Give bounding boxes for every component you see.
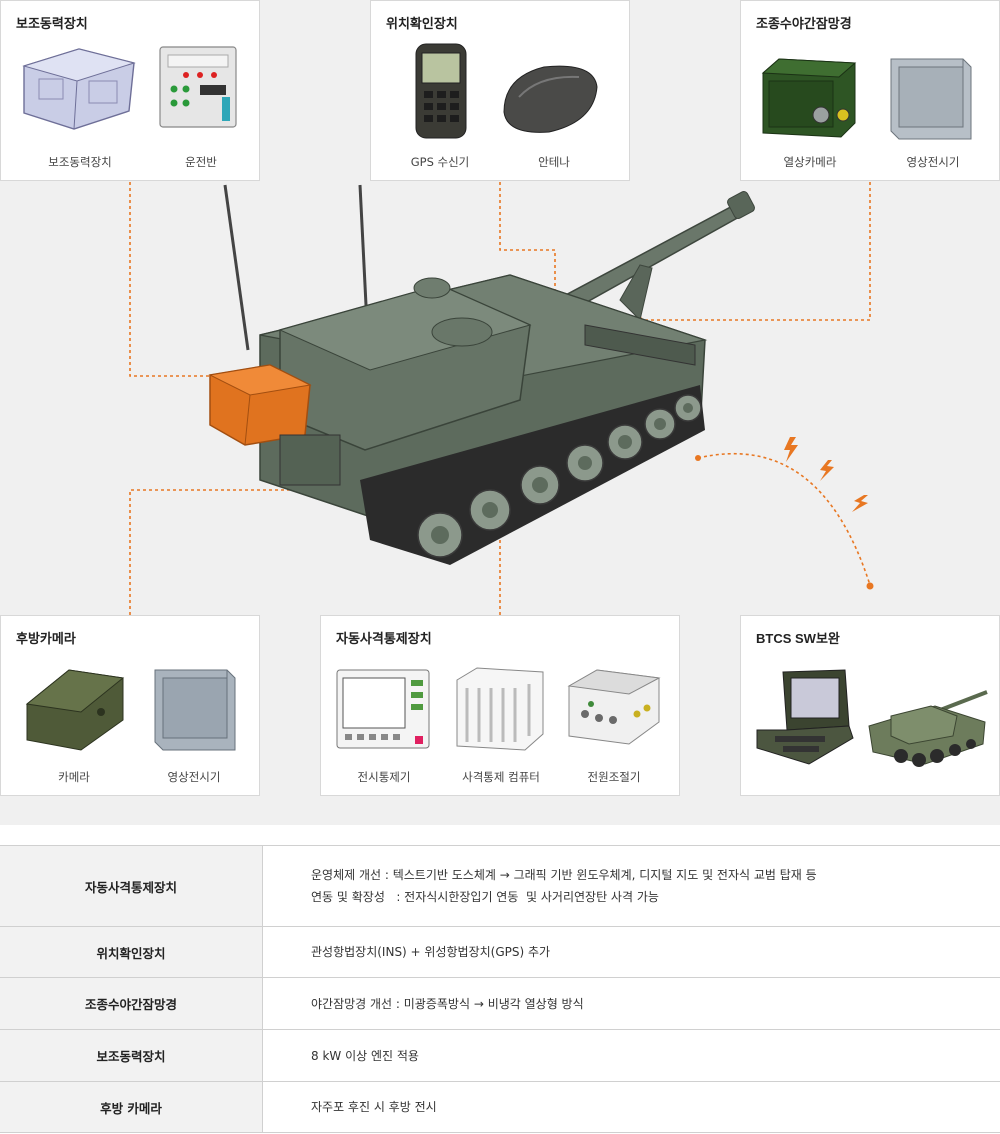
position-box-title: 위치확인장치 bbox=[386, 16, 458, 31]
table-row-header: 후방 카메라 bbox=[0, 1081, 263, 1133]
display-controller-image bbox=[336, 669, 430, 749]
gps-antenna-image bbox=[503, 65, 598, 133]
table-row-header: 조종수야간잠망경 bbox=[0, 977, 263, 1030]
rear-camera-image bbox=[25, 669, 125, 751]
apu-box-title: 보조동력장치 bbox=[16, 16, 88, 31]
specification-table: 자동사격통제장치 운영체제 개선 : 텍스트기반 도스체계 → 그래픽 기반 윈… bbox=[0, 845, 1000, 1133]
table-row-header: 위치확인장치 bbox=[0, 926, 263, 978]
table-row-detail-line: 관성항법장치(INS) + 위성항법장치(GPS) 추가 bbox=[311, 945, 551, 959]
night-item-2-caption: 영상전시기 bbox=[906, 155, 960, 169]
table-row-detail: 운영체제 개선 : 텍스트기반 도스체계 → 그래픽 기반 윈도우체계, 디지털… bbox=[262, 845, 1000, 927]
apu-box: 보조동력장치 보조동력장치 운전반 bbox=[0, 0, 260, 181]
lightning-icon bbox=[784, 437, 868, 512]
leader-position bbox=[499, 182, 556, 322]
position-item-1-caption: GPS 수신기 bbox=[410, 155, 470, 169]
video-display-image-2 bbox=[154, 669, 236, 751]
control-panel-image bbox=[159, 46, 237, 128]
table-row: 후방 카메라 자주포 후진 시 후방 전시 bbox=[0, 1081, 1000, 1133]
night-item-1-caption: 열상카메라 bbox=[783, 155, 837, 169]
apu-item-2-caption: 운전반 bbox=[185, 155, 217, 169]
howitzer-illustration bbox=[208, 184, 755, 565]
table-row-detail-line: 야간잠망경 개선 : 미광증폭방식 → 비냉각 열상형 방식 bbox=[311, 996, 584, 1011]
howitzer-thumbnail-image bbox=[868, 690, 988, 767]
table-row: 조종수야간잠망경 야간잠망경 개선 : 미광증폭방식 → 비냉각 열상형 방식 bbox=[0, 977, 1000, 1030]
fire-item-3-caption: 전원조절기 bbox=[587, 770, 641, 784]
rear-item-2-caption: 영상전시기 bbox=[167, 770, 221, 784]
rear-camera-box: 후방카메라 카메라 영상전시기 bbox=[0, 615, 260, 796]
apu-item-1-caption: 보조동력장치 bbox=[48, 155, 112, 169]
rear-camera-box-title: 후방카메라 bbox=[16, 631, 76, 646]
table-row: 자동사격통제장치 운영체제 개선 : 텍스트기반 도스체계 → 그래픽 기반 윈… bbox=[0, 845, 1000, 927]
signal-arc bbox=[697, 453, 871, 586]
fire-control-computer-image bbox=[456, 667, 544, 751]
table-row: 보조동력장치 8 kW 이상 엔진 적용 bbox=[0, 1029, 1000, 1082]
power-regulator-image bbox=[567, 669, 661, 745]
table-row-detail: 8 kW 이상 엔진 적용 bbox=[262, 1029, 1000, 1082]
table-row-detail: 야간잠망경 개선 : 미광증폭방식 → 비냉각 열상형 방식 bbox=[262, 977, 1000, 1030]
leader-night bbox=[640, 182, 871, 321]
btcs-box: BTCS SW보완 bbox=[740, 615, 1000, 796]
table-row-detail-line: 자주포 후진 시 후방 전시 bbox=[311, 1100, 437, 1114]
diagram-area: 보조동력장치 보조동력장치 운전반 위치확인장치 bbox=[0, 0, 1000, 825]
night-periscope-box: 조종수야간잠망경 열상카메라 영상전시기 bbox=[740, 0, 1000, 181]
fire-item-1-caption: 전시통제기 bbox=[357, 770, 411, 784]
btcs-box-title: BTCS SW보완 bbox=[756, 631, 840, 646]
fire-item-2-caption: 사격통제 컴퓨터 bbox=[462, 770, 540, 784]
table-row-detail-line: 연동 및 확장성 : 전자식시한장입기 연동 및 사거리연장탄 사격 가능 bbox=[311, 890, 659, 904]
table-row-header: 보조동력장치 bbox=[0, 1029, 263, 1082]
table-row-detail-line: 운영체제 개선 : 텍스트기반 도스체계 → 그래픽 기반 윈도우체계, 디지털… bbox=[311, 868, 817, 882]
rear-item-1-caption: 카메라 bbox=[58, 770, 90, 784]
apu-highlight bbox=[208, 364, 312, 446]
table-row: 위치확인장치 관성항법장치(INS) + 위성항법장치(GPS) 추가 bbox=[0, 926, 1000, 978]
table-row-detail-line: 8 kW 이상 엔진 적용 bbox=[311, 1048, 419, 1063]
position-box: 위치확인장치 GPS 수신기 안테나 bbox=[370, 0, 630, 181]
position-item-2-caption: 안테나 bbox=[538, 155, 570, 169]
night-periscope-box-title: 조종수야간잠망경 bbox=[756, 16, 852, 31]
apu-unit-image bbox=[22, 48, 136, 130]
fire-control-box-title: 자동사격통제장치 bbox=[336, 631, 432, 646]
video-display-image-1 bbox=[890, 58, 972, 140]
gps-receiver-image bbox=[415, 43, 467, 139]
table-row-header: 자동사격통제장치 bbox=[0, 845, 263, 927]
thermal-camera-image bbox=[761, 58, 857, 138]
table-row-detail: 자주포 후진 시 후방 전시 bbox=[262, 1081, 1000, 1133]
rugged-laptop-image bbox=[756, 669, 854, 765]
fire-control-box: 자동사격통제장치 전시통제기 사격통제 컴퓨터 전원조절기 bbox=[320, 615, 680, 796]
table-row-detail: 관성항법장치(INS) + 위성항법장치(GPS) 추가 bbox=[262, 926, 1000, 978]
